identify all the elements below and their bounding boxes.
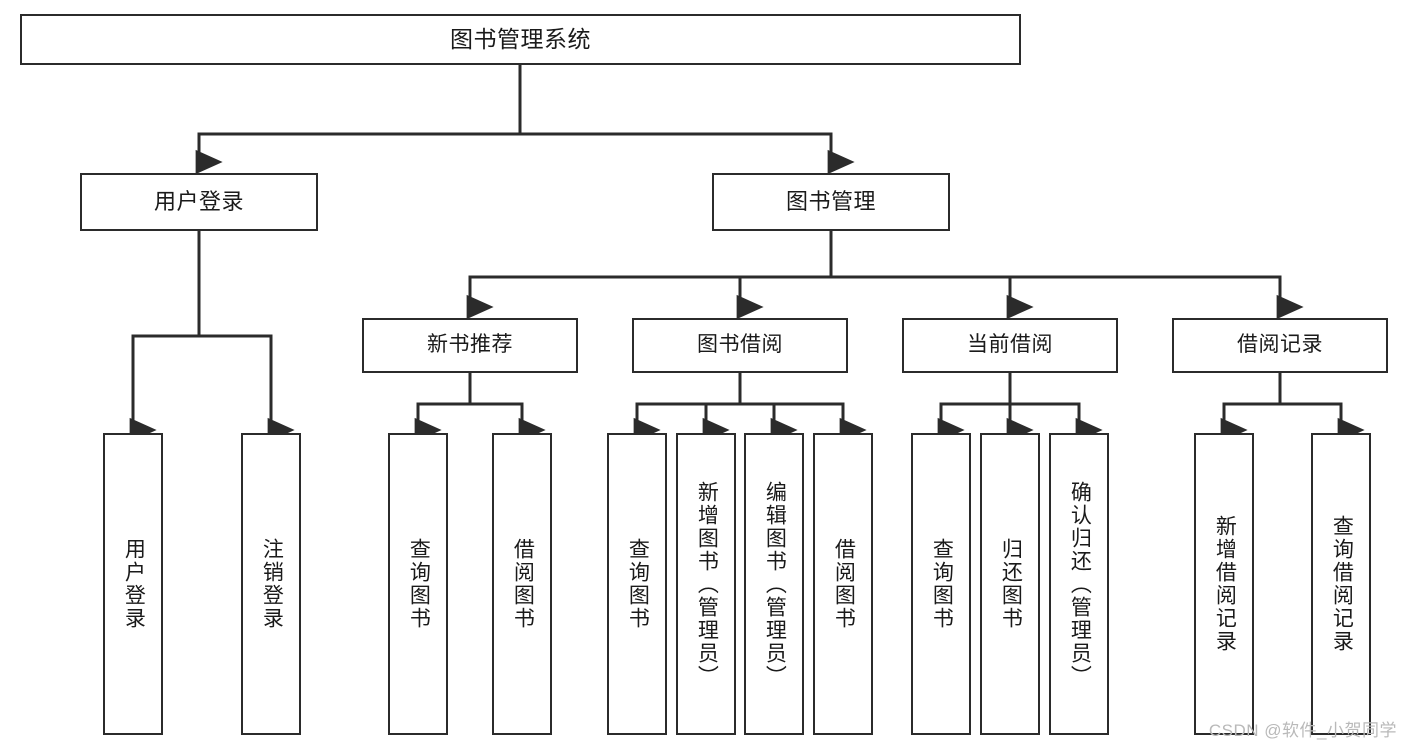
leaf-newbook-query-book[interactable]: 查询图书 — [388, 433, 448, 735]
node-label: 确认归还（管理员） — [1068, 480, 1092, 688]
node-label: 图书借阅 — [697, 333, 783, 357]
node-label: 借阅图书 — [832, 538, 856, 630]
leaf-current-query-book[interactable]: 查询图书 — [911, 433, 971, 735]
node-user-login[interactable]: 用户登录 — [80, 173, 318, 231]
node-label: 用户登录 — [122, 538, 146, 630]
node-label: 查询图书 — [626, 538, 650, 630]
node-label: 查询图书 — [407, 538, 431, 630]
leaf-borrow-query-book[interactable]: 查询图书 — [607, 433, 667, 735]
node-borrow-record[interactable]: 借阅记录 — [1172, 318, 1388, 373]
node-label: 借阅记录 — [1237, 333, 1323, 357]
node-label: 用户登录 — [153, 189, 244, 215]
csdn-watermark: CSDN @软件_小贺同学 — [1208, 721, 1397, 740]
leaf-current-confirm-return-admin[interactable]: 确认归还（管理员） — [1049, 433, 1109, 735]
node-root-system[interactable]: 图书管理系统 — [20, 14, 1021, 65]
node-label: 查询图书 — [930, 538, 954, 630]
node-label: 借阅图书 — [511, 538, 535, 630]
node-new-book-recommend[interactable]: 新书推荐 — [362, 318, 578, 373]
leaf-record-add-borrow-record[interactable]: 新增借阅记录 — [1194, 433, 1254, 735]
leaf-user-login[interactable]: 用户登录 — [103, 433, 163, 735]
leaf-current-return-book[interactable]: 归还图书 — [980, 433, 1040, 735]
leaf-borrow-edit-book-admin[interactable]: 编辑图书（管理员） — [744, 433, 804, 735]
node-label: 新增图书（管理员） — [695, 480, 719, 688]
node-label: 查询借阅记录 — [1330, 515, 1354, 653]
leaf-record-query-borrow-record[interactable]: 查询借阅记录 — [1311, 433, 1371, 735]
leaf-borrow-add-book-admin[interactable]: 新增图书（管理员） — [676, 433, 736, 735]
node-label: 图书管理 — [785, 189, 876, 215]
node-current-borrow[interactable]: 当前借阅 — [902, 318, 1118, 373]
node-label: 编辑图书（管理员） — [763, 480, 787, 688]
node-book-management[interactable]: 图书管理 — [712, 173, 950, 231]
node-label: 当前借阅 — [967, 333, 1053, 357]
leaf-logout[interactable]: 注销登录 — [241, 433, 301, 735]
node-label: 注销登录 — [260, 538, 284, 630]
leaf-borrow-borrow-book[interactable]: 借阅图书 — [813, 433, 873, 735]
node-label: 归还图书 — [999, 538, 1023, 630]
node-label: 新增借阅记录 — [1213, 515, 1237, 653]
node-label: 新书推荐 — [427, 333, 513, 357]
leaf-newbook-borrow-book[interactable]: 借阅图书 — [492, 433, 552, 735]
node-book-borrow[interactable]: 图书借阅 — [632, 318, 848, 373]
node-label: 图书管理系统 — [450, 25, 591, 52]
